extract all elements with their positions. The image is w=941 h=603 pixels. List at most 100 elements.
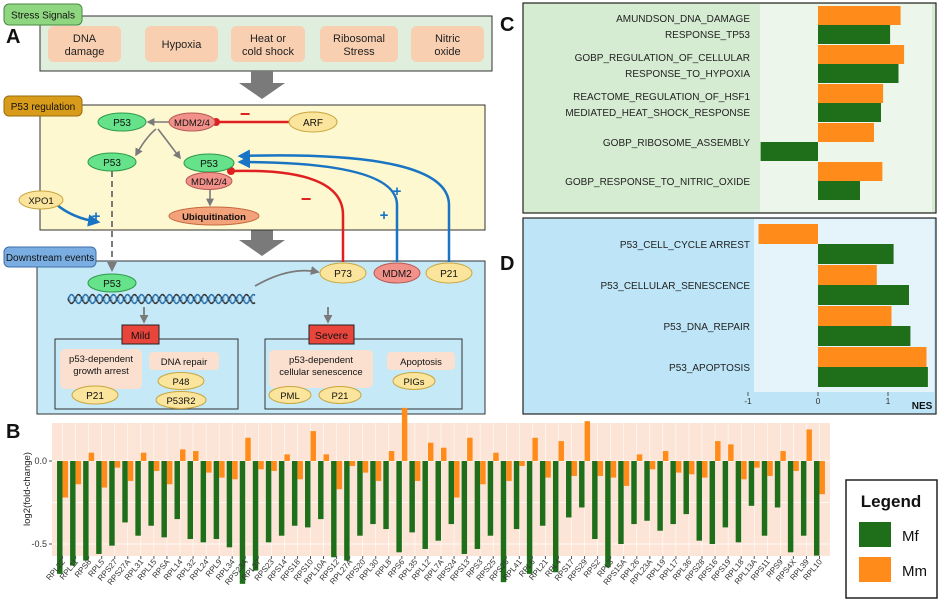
bar-mf <box>422 461 428 549</box>
bar-mm <box>493 452 499 461</box>
bar-mf <box>500 461 507 583</box>
p53-node-nucleus-label: P53 <box>103 279 121 290</box>
bar-mf <box>631 461 637 525</box>
bar-mm <box>818 6 901 25</box>
bar-mm <box>675 461 682 473</box>
bar-mm <box>297 461 303 480</box>
pigs-node <box>392 372 436 390</box>
pml-node <box>268 386 312 404</box>
p53-node-complex-label: P53 <box>200 159 218 170</box>
bar-mf <box>722 461 729 528</box>
bar-mm <box>271 461 277 471</box>
p73-node-label: P73 <box>334 269 352 280</box>
mdm2-node <box>373 262 421 284</box>
xpo1-node <box>18 190 64 210</box>
category-label: P53_DNA_REPAIR <box>663 322 750 333</box>
arf-minus: − <box>240 104 251 124</box>
bar-mf <box>174 461 180 520</box>
bar-mm <box>558 441 564 461</box>
p53-node-top <box>97 112 147 132</box>
bar-mf <box>774 461 781 508</box>
bar-mm <box>375 461 382 481</box>
p53-node-nucleus <box>87 273 137 293</box>
bar-mf <box>318 461 324 520</box>
bar-mm <box>818 306 892 326</box>
bar-mm <box>818 84 884 103</box>
p53r2-node-label: P53R2 <box>166 396 195 407</box>
bar-mf <box>618 461 624 544</box>
p21-node-severe-label: P21 <box>332 391 349 402</box>
bar-mm <box>245 437 251 461</box>
bar-mf <box>539 461 546 526</box>
ubiquitination-node <box>168 206 260 226</box>
bar-mf <box>474 461 481 549</box>
bar-mm <box>232 461 238 480</box>
bar-mm <box>806 429 812 461</box>
panel-b-letter: B <box>6 421 20 443</box>
p73-inhibit-line <box>231 169 345 262</box>
category-label: GOBP_RIBOSOME_ASSEMBLY <box>603 138 750 149</box>
bar-mm <box>219 461 225 478</box>
x-axis-label: NES <box>912 401 933 412</box>
p21-node-top <box>425 262 473 284</box>
y-axis-label: log2(fold-change) <box>22 452 33 526</box>
arrow-dna-to-p73 <box>254 266 320 287</box>
bar-mm <box>688 461 695 475</box>
bar-mf <box>605 461 611 568</box>
bar-mm <box>519 461 525 466</box>
bar-mm <box>467 437 473 461</box>
bar-mf <box>787 461 794 553</box>
bar-mm <box>818 45 905 64</box>
stress-signal-box <box>145 26 218 62</box>
bar-mm <box>414 461 421 481</box>
flow-arrow-2 <box>239 228 285 256</box>
bar-mf <box>683 461 689 515</box>
panel-d: D P53_CELL_CYCLE ARRESTP53_CELLULAR_SENE… <box>500 217 937 415</box>
bar-mm <box>206 461 212 473</box>
bar-mm <box>597 461 604 476</box>
bar-mf <box>735 461 742 543</box>
bar-mf <box>331 461 337 558</box>
bar-mm <box>506 461 512 481</box>
arrow-to-p53-left <box>135 128 157 157</box>
senescence-box <box>269 350 373 388</box>
pml-node-label: PML <box>280 391 300 402</box>
bar-mm <box>545 461 551 478</box>
stress-signal-box <box>411 26 484 62</box>
mdm24-node-top-label: MDM2/4 <box>174 118 210 129</box>
stress-signals-tab <box>3 3 83 26</box>
stress-signal-label: Hypoxia <box>162 39 203 51</box>
bar-mm <box>349 461 356 466</box>
dna-repair-label: DNA repair <box>161 357 207 368</box>
bar-mf <box>291 461 298 526</box>
bar-mf <box>696 461 703 541</box>
bar-mm <box>101 461 108 488</box>
bar-mm <box>649 461 656 470</box>
bar-mf <box>370 461 376 525</box>
bar-mf <box>818 64 899 83</box>
bar-mm <box>702 461 708 478</box>
mild-tag-label: Mild <box>131 330 150 342</box>
ubiquitination-label: Ubiquitination <box>182 212 246 223</box>
bar-mm <box>310 431 316 461</box>
bar-mm <box>767 461 773 476</box>
bar-mf <box>813 461 820 556</box>
p73-minus: − <box>301 189 312 209</box>
p53-node-left <box>87 152 137 172</box>
bar-mm <box>715 441 721 461</box>
bar-mf <box>818 326 911 346</box>
legend-swatch-mf <box>859 522 891 547</box>
bar-mm <box>728 444 734 461</box>
arf-node-label: ARF <box>303 118 323 129</box>
severe-tag <box>308 324 355 345</box>
category-label: P53_CELL_CYCLE ARREST <box>620 240 750 251</box>
category-label: GOBP_RESPONSE_TO_NITRIC_OXIDE <box>565 177 750 188</box>
bar-mf <box>252 461 259 571</box>
